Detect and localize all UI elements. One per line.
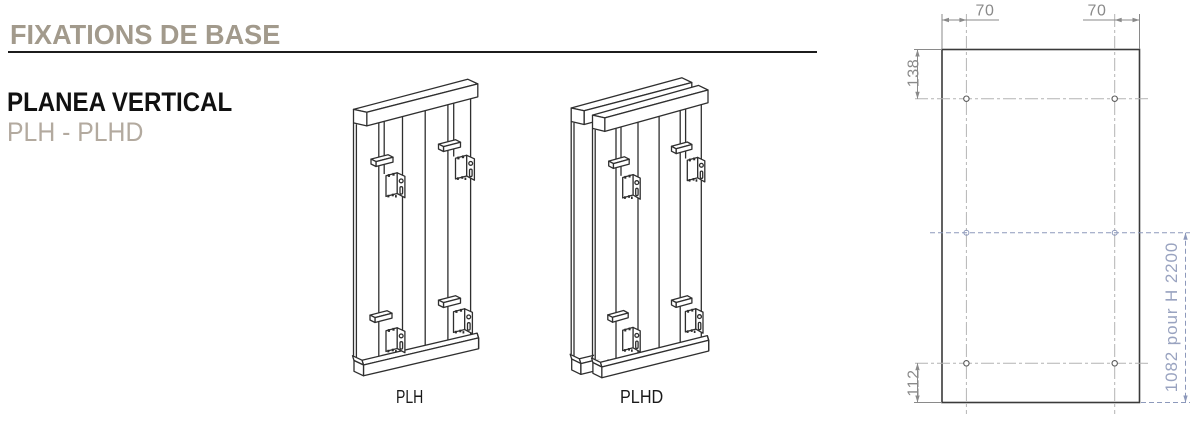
svg-text:70: 70 <box>976 3 995 20</box>
svg-text:112: 112 <box>906 369 923 396</box>
svg-text:70: 70 <box>1088 3 1107 20</box>
svg-text:1082 pour H 2200: 1082 pour H 2200 <box>1162 242 1181 393</box>
svg-text:138: 138 <box>906 59 923 88</box>
